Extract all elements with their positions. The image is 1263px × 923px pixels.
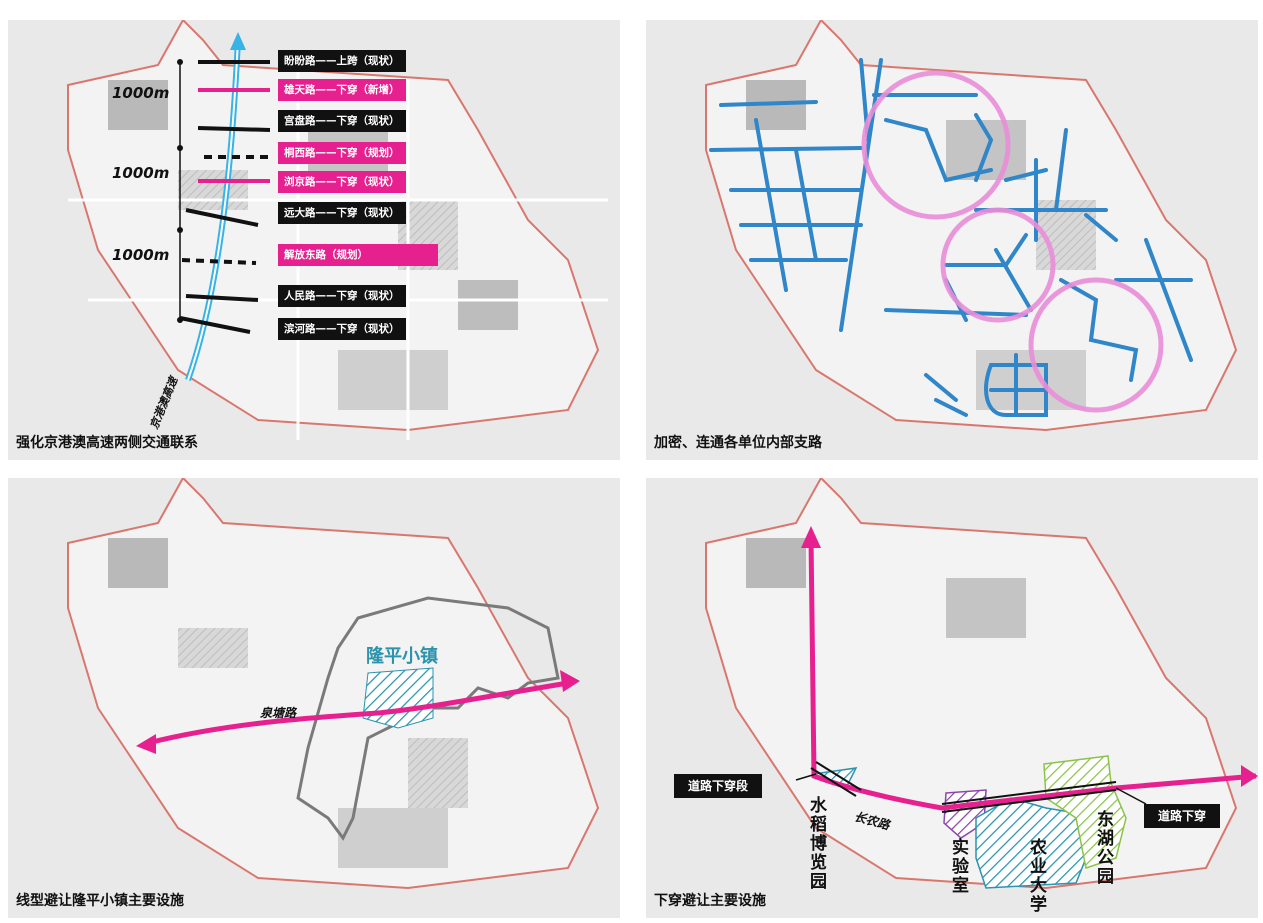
distance-label-3: 1000m xyxy=(112,246,170,264)
panel-caption: 强化京港澳高速两侧交通联系 xyxy=(16,435,198,451)
map-base xyxy=(705,20,1238,432)
panel-caption: 加密、连通各单位内部支路 xyxy=(654,435,822,451)
callout-underpass-section: 道路下穿段 xyxy=(674,774,763,798)
road-label: 泉塘路 xyxy=(260,706,297,720)
map-panel-longping-town: 隆平小镇 泉塘路 线型避让隆平小镇主要设施 xyxy=(8,478,620,918)
road-tag-binhe: 滨河路——下穿（现状） xyxy=(278,318,406,340)
panel-caption: 下穿避让主要设施 xyxy=(654,893,766,909)
road-tag-liujing: 浏京路——下穿（现状） xyxy=(278,171,406,193)
road-tag-renmin: 人民路——下穿（现状） xyxy=(278,285,406,307)
road-tag-panpan: 盼盼路——上跨（现状） xyxy=(278,50,406,72)
map-panel-highway-links: 1000m 1000m 1000m 盼盼路——上跨（现状） 雄天路——下穿（新增… xyxy=(8,20,620,460)
town-label: 隆平小镇 xyxy=(366,646,438,667)
map-base xyxy=(705,478,1258,890)
map-panel-underpass: 道路下穿段 道路下穿 长农路 水稻博览园 实验室 农业大学 东湖公园 下穿避让主… xyxy=(646,478,1258,918)
site-label-lab: 实验室 xyxy=(948,838,968,895)
map-base xyxy=(67,478,600,890)
callout-underpass: 道路下穿 xyxy=(1144,804,1221,828)
site-label-donghu-park: 东湖公园 xyxy=(1093,810,1113,886)
road-tag-jiefang: 解放东路（规划） xyxy=(278,244,438,266)
panel-caption: 线型避让隆平小镇主要设施 xyxy=(16,893,184,909)
road-tag-yuanda: 远大路——下穿（现状） xyxy=(278,202,406,224)
road-tag-gongpan: 宫盘路——下穿（现状） xyxy=(278,110,406,132)
map-panel-branch-roads: 加密、连通各单位内部支路 xyxy=(646,20,1258,460)
distance-label-1: 1000m xyxy=(112,84,170,102)
distance-label-2: 1000m xyxy=(112,164,170,182)
site-label-agri-university: 农业大学 xyxy=(1026,838,1046,914)
road-tag-xiongtian: 雄天路——下穿（新增） xyxy=(278,79,406,101)
site-label-rice-park: 水稻博览园 xyxy=(806,796,826,891)
road-tag-tongxi: 桐西路——下穿（规划） xyxy=(278,142,406,164)
